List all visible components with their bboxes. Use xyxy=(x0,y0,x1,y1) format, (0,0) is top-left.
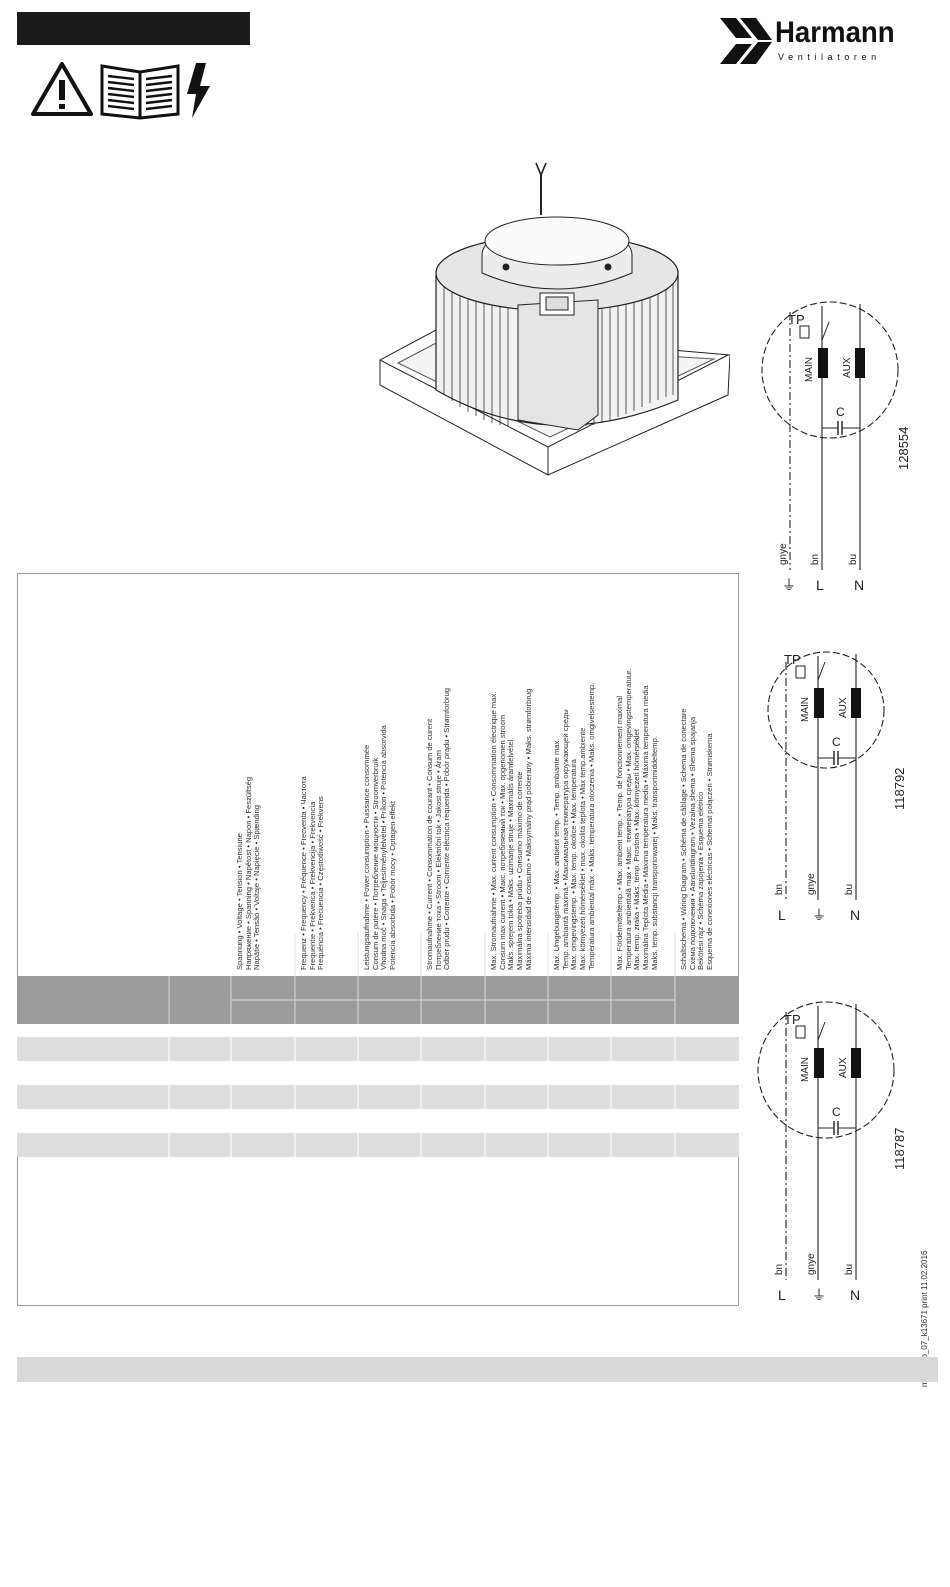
table-row xyxy=(17,1133,739,1157)
terminal-label: L xyxy=(778,1287,786,1303)
wiring-diagram: TP MAIN AUX C 128554 gnye bn bu ⏚ L N xyxy=(761,301,911,593)
terminal-label: L xyxy=(816,577,824,593)
brand-subtitle: Ventilatoren xyxy=(778,52,881,62)
terminal-label: N xyxy=(854,577,864,593)
table-row xyxy=(17,1024,739,1037)
table-row xyxy=(17,1085,739,1109)
safety-icons xyxy=(31,62,210,120)
main-coil-label: MAIN xyxy=(800,1057,811,1082)
diagram-id: 128554 xyxy=(896,427,911,470)
terminal-label: N xyxy=(850,907,860,923)
terminal-label: ⏚ xyxy=(812,1287,826,1303)
wire-label: bu xyxy=(844,884,855,895)
table-row xyxy=(17,1061,739,1085)
brand-name: Harmann xyxy=(775,16,895,49)
capacitor-label: C xyxy=(836,405,845,419)
wire-label: gnye xyxy=(806,873,817,895)
column-header: Leistungsaufnahme • Power consumption • … xyxy=(359,574,422,977)
aux-coil-label: AUX xyxy=(842,357,853,378)
column-header: Stromaufnahme • Current • Consommation d… xyxy=(422,574,486,977)
tp-label: TP xyxy=(784,652,801,667)
wiring-diagrams: TP MAIN AUX C 128554 gnye bn bu ⏚ L N TP MAIN AUX C 118… xyxy=(757,301,911,1303)
wire-label: gnye xyxy=(806,1253,817,1275)
table-grid xyxy=(17,933,739,1157)
diagram-id: 118787 xyxy=(892,1128,907,1170)
column-header: Max. Stromaufnahme • Max. current consum… xyxy=(486,574,549,977)
lightning-icon xyxy=(187,63,210,118)
terminal-label: ⏚ xyxy=(812,907,826,923)
column-header-line: Temperatura ambiental máx. • Maks. tempe… xyxy=(586,682,596,970)
warning-icon xyxy=(31,62,93,116)
wire-label: bn xyxy=(774,1264,785,1275)
print-info-wrap: mdas_pb_07_k13671 print 11.02.2016 xyxy=(920,1251,940,1587)
column-header: Max. Umgebungstemp. • Max. ambient temp.… xyxy=(549,574,612,977)
wire-label: gnye xyxy=(778,543,789,565)
wiring-diagram: TP MAIN AUX C 118792 bn gnye buL ⏚ N xyxy=(767,651,907,923)
brand-logo: Harmann Ventilatoren xyxy=(718,12,918,74)
capacitor-label: C xyxy=(832,735,841,749)
terminal-label: N xyxy=(850,1287,860,1303)
column-header-line: Maks. temp. substancji transportowanej •… xyxy=(649,736,659,970)
wire-label: bn xyxy=(774,884,785,895)
aux-coil-label: AUX xyxy=(838,697,849,718)
wire-label: bu xyxy=(848,554,859,565)
table-row xyxy=(17,1109,739,1133)
main-coil-label: MAIN xyxy=(804,357,815,382)
column-header-line: Esquema de conexiones eléctricas • Schem… xyxy=(705,733,715,970)
table-row xyxy=(17,1037,739,1061)
aux-coil-label: AUX xyxy=(838,1057,849,1078)
manual-icon xyxy=(100,64,180,120)
tp-label: TP xyxy=(784,1012,801,1027)
diagram-id: 118792 xyxy=(892,768,907,810)
terminal-label: L xyxy=(778,907,786,923)
wire-label: bn xyxy=(810,554,821,565)
column-header-line: Frequência • Frecuencia • Częstotliwość … xyxy=(316,796,326,970)
column-header-line: Máxima intensidad de consumo • Maksymaln… xyxy=(523,688,533,970)
column-header-line: Napätie • Tensão • Voltaje • Napięcie • … xyxy=(252,804,262,970)
column-header-line: Potencia absorbida • Pobór mocy • Optage… xyxy=(388,801,398,970)
tp-label: TP xyxy=(788,312,805,327)
column-header-line: Odber prúdu • Corrente • Corriente eléct… xyxy=(442,687,452,970)
main-coil-label: MAIN xyxy=(800,697,811,722)
wire-label: bu xyxy=(844,1264,855,1275)
footer-bar xyxy=(17,1357,938,1382)
fan-illustration xyxy=(379,162,730,476)
title-bar xyxy=(17,12,250,45)
logo-mark-icon xyxy=(720,18,772,64)
column-header: Frequenz • Frequency • Fréquence • Frecv… xyxy=(296,574,359,977)
column-header: Max. Fördermitteltemp. • Max. ambient te… xyxy=(612,574,676,977)
column-header: Schaltschema • Wiring Diagram • Schéma d… xyxy=(676,574,740,977)
capacitor-label: C xyxy=(832,1105,841,1119)
wiring-diagram: TP MAIN AUX C 118787 bn gnye buL ⏚ N xyxy=(757,1001,907,1303)
terminal-label: ⏚ xyxy=(782,577,796,593)
